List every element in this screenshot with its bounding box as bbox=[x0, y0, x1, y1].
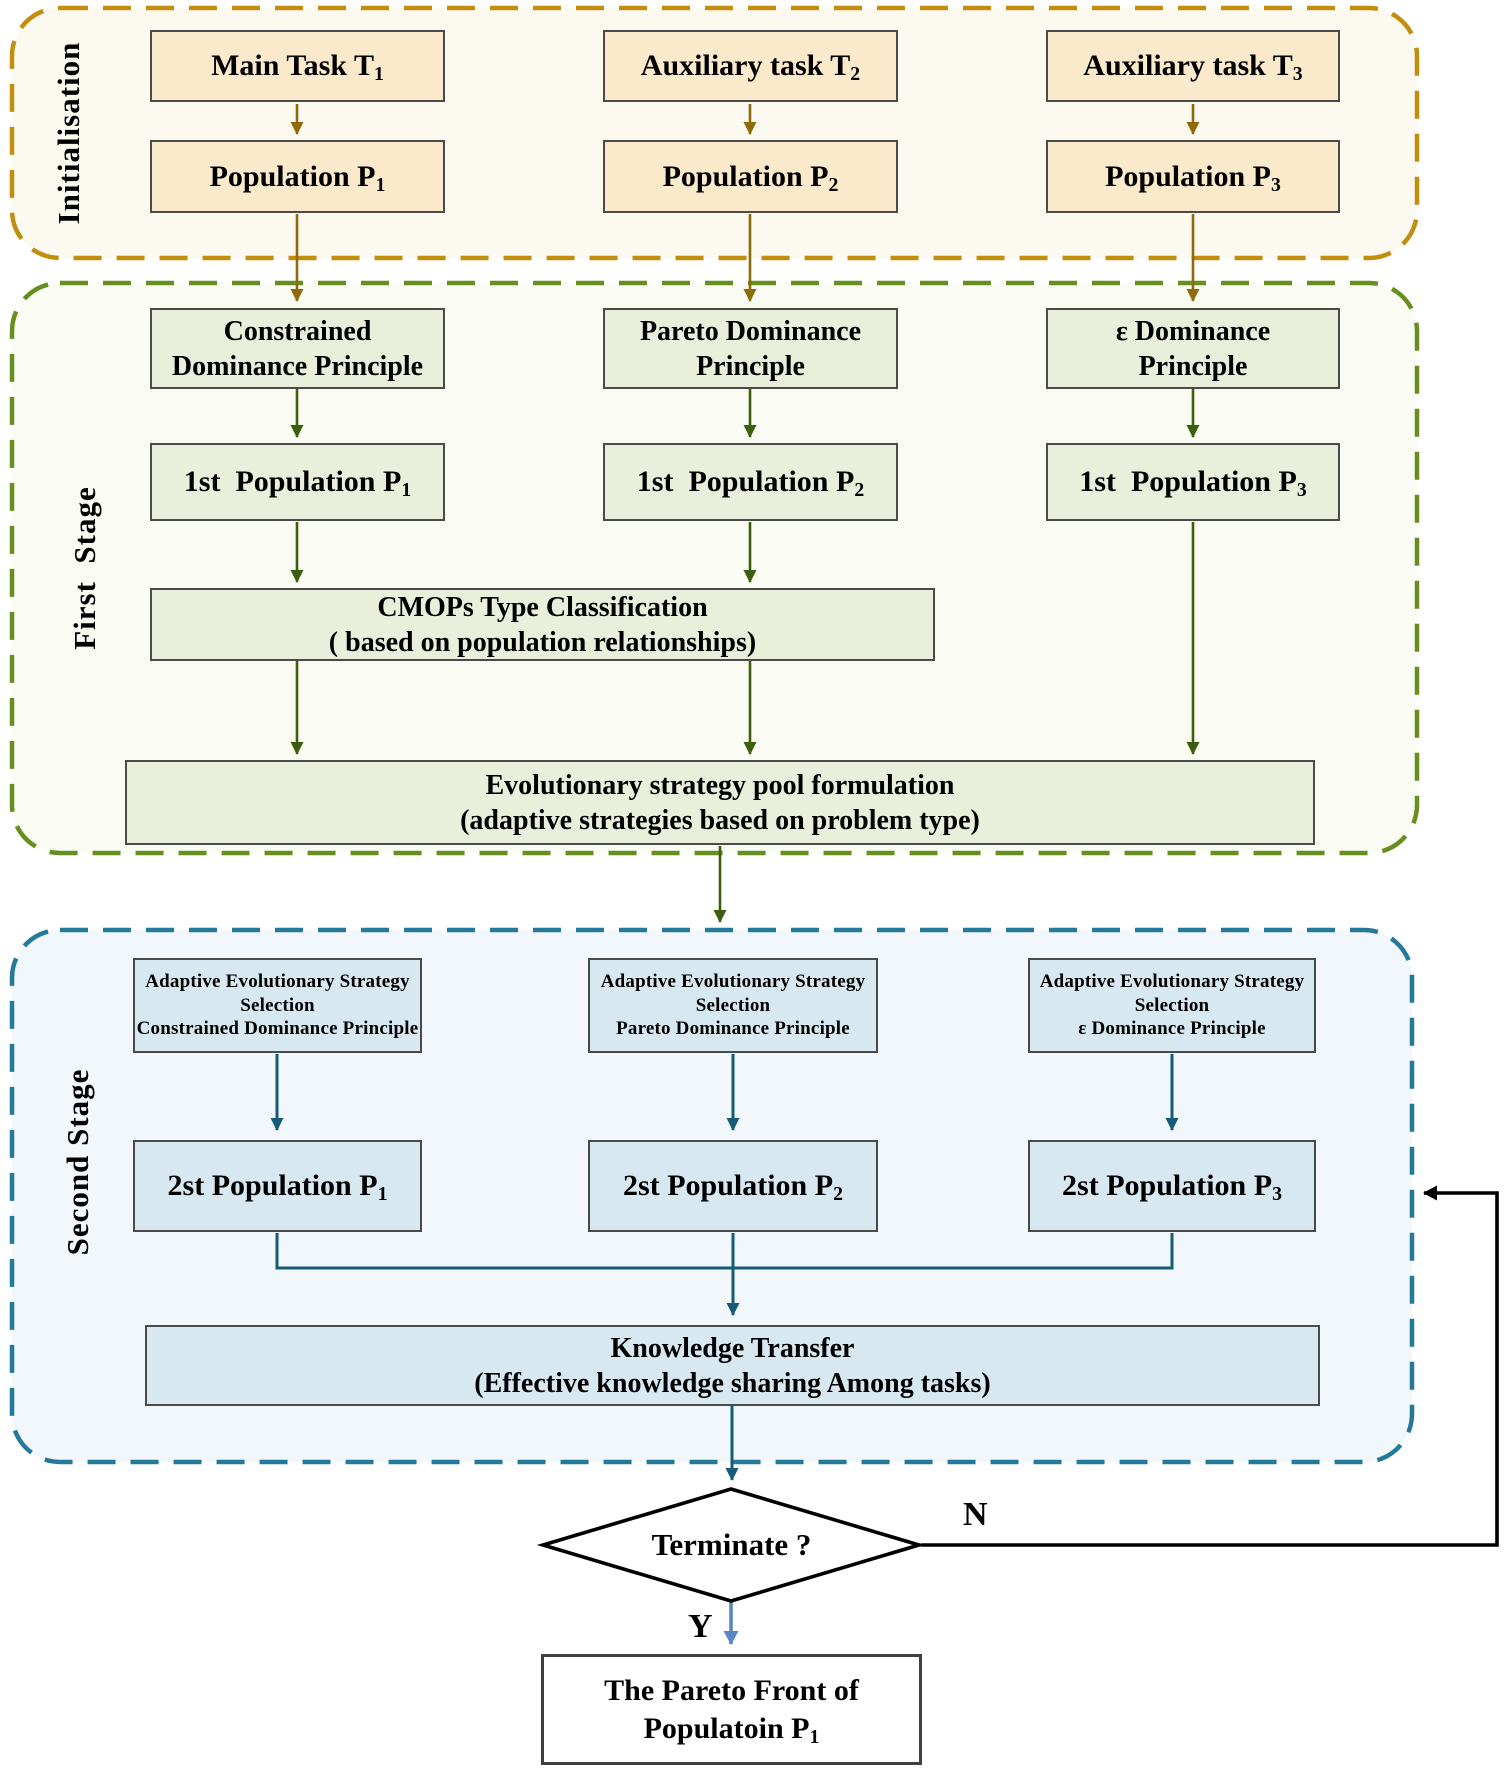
box-label: Constrained Dominance Principle bbox=[136, 1018, 419, 1040]
subscript: 1 bbox=[401, 479, 412, 502]
subscript: 1 bbox=[377, 1183, 388, 1206]
box-label: Pareto Dominance bbox=[639, 315, 862, 347]
box-label: Population P bbox=[209, 159, 376, 193]
second-stage-arrows bbox=[270, 1054, 1179, 1481]
subscript: 2 bbox=[828, 173, 839, 196]
subscript: 1 bbox=[809, 1725, 820, 1748]
constrained-dominance-box: Constrained Dominance Principle bbox=[150, 308, 445, 389]
box-label: Evolutionary strategy pool formulation bbox=[485, 769, 955, 801]
box-label: Constrained bbox=[223, 315, 372, 347]
pareto-front-result-box: The Pareto Front of Populatoin P1 bbox=[541, 1654, 922, 1765]
box-label: 1st Population P bbox=[1079, 465, 1297, 499]
box-label: Adaptive Evolutionary Strategy bbox=[600, 970, 866, 992]
subscript: 3 bbox=[1292, 63, 1303, 86]
first-population-p3-box: 1st Population P3 bbox=[1046, 443, 1340, 521]
box-label: CMOPs Type Classification bbox=[377, 591, 708, 623]
subscript: 3 bbox=[1270, 173, 1281, 196]
second-stage-label: Second Stage bbox=[60, 1068, 95, 1256]
box-label: Auxiliary task T bbox=[1083, 49, 1293, 83]
box-label: Populatoin P bbox=[643, 1711, 810, 1745]
first-population-p1-box: 1st Population P1 bbox=[150, 443, 445, 521]
box-label: ε Dominance bbox=[1115, 315, 1271, 347]
population-p2-box: Population P2 bbox=[603, 140, 898, 213]
box-label: Adaptive Evolutionary Strategy bbox=[1039, 970, 1305, 992]
box-label: Dominance Principle bbox=[171, 350, 424, 382]
initialisation-label: Initialisation bbox=[51, 41, 86, 225]
second-population-p2-box: 2st Population P2 bbox=[588, 1140, 878, 1232]
box-label: (adaptive strategies based on problem ty… bbox=[460, 804, 980, 836]
subscript: 1 bbox=[374, 63, 384, 86]
box-label: Population P bbox=[662, 159, 829, 193]
box-label: Auxiliary task T bbox=[640, 49, 851, 83]
population-merge-line bbox=[275, 1233, 1174, 1270]
auxiliary-task-t3-box: Auxiliary task T3 bbox=[1046, 30, 1340, 102]
second-population-p1-box: 2st Population P1 bbox=[133, 1140, 422, 1232]
cmops-classification-box: CMOPs Type Classification ( based on pop… bbox=[150, 588, 935, 661]
box-label: ( based on population relationships) bbox=[328, 626, 757, 658]
adaptive-selection-pdp-box: Adaptive Evolutionary Strategy Selection… bbox=[588, 958, 878, 1053]
epsilon-dominance-box: ε Dominance Principle bbox=[1046, 308, 1340, 389]
box-label: Selection bbox=[240, 994, 315, 1016]
subscript: 3 bbox=[1272, 1183, 1282, 1206]
auxiliary-task-t2-box: Auxiliary task T2 bbox=[603, 30, 898, 102]
box-label: 2st Population P bbox=[1062, 1169, 1273, 1203]
box-label: Main Task T bbox=[211, 49, 374, 83]
box-label: 2st Population P bbox=[623, 1169, 834, 1203]
init-arrows bbox=[290, 104, 1200, 302]
box-label: 1st Population P bbox=[636, 465, 855, 499]
knowledge-transfer-box: Knowledge Transfer (Effective knowledge … bbox=[145, 1325, 1320, 1406]
box-label: Principle bbox=[1138, 350, 1248, 382]
adaptive-selection-cdp-box: Adaptive Evolutionary Strategy Selection… bbox=[133, 958, 422, 1053]
box-label: Knowledge Transfer bbox=[610, 1332, 855, 1364]
subscript: 1 bbox=[375, 173, 386, 196]
pareto-dominance-box: Pareto Dominance Principle bbox=[603, 308, 898, 389]
box-label: Adaptive Evolutionary Strategy bbox=[145, 970, 410, 992]
box-label: The Pareto Front of bbox=[604, 1674, 859, 1707]
box-label: ε Dominance Principle bbox=[1078, 1018, 1266, 1040]
population-p1-box: Population P1 bbox=[150, 140, 445, 213]
first-stage-label: First Stage bbox=[67, 486, 102, 650]
subscript: 2 bbox=[833, 1183, 843, 1206]
yes-label: Y bbox=[688, 1608, 713, 1645]
subscript: 3 bbox=[1296, 479, 1307, 502]
first-stage-arrows bbox=[290, 389, 1200, 923]
terminate-diamond-shape bbox=[536, 1487, 926, 1603]
terminate-decision-diamond: Terminate ? bbox=[651, 1527, 812, 1562]
box-label: Pareto Dominance Principle bbox=[616, 1018, 850, 1040]
box-label: Selection bbox=[1134, 994, 1210, 1016]
main-task-t1-box: Main Task T1 bbox=[150, 30, 445, 102]
box-label: 2st Population P bbox=[167, 1169, 378, 1203]
adaptive-selection-edp-box: Adaptive Evolutionary Strategy Selection… bbox=[1028, 958, 1316, 1053]
box-label: Principle bbox=[696, 350, 805, 382]
second-population-p3-box: 2st Population P3 bbox=[1028, 1140, 1316, 1232]
subscript: 2 bbox=[850, 63, 861, 86]
no-label: N bbox=[963, 1496, 988, 1533]
first-stage-section bbox=[9, 280, 1420, 856]
population-p3-box: Population P3 bbox=[1046, 140, 1340, 213]
feedback-loop-line bbox=[921, 1185, 1499, 1547]
strategy-pool-box: Evolutionary strategy pool formulation (… bbox=[125, 760, 1315, 845]
subscript: 2 bbox=[854, 479, 865, 502]
box-label: Population P bbox=[1105, 159, 1271, 193]
first-population-p2-box: 1st Population P2 bbox=[603, 443, 898, 521]
box-label: Selection bbox=[695, 994, 771, 1016]
box-label: 1st Population P bbox=[183, 465, 402, 499]
box-label: (Effective knowledge sharing Among tasks… bbox=[474, 1367, 991, 1399]
